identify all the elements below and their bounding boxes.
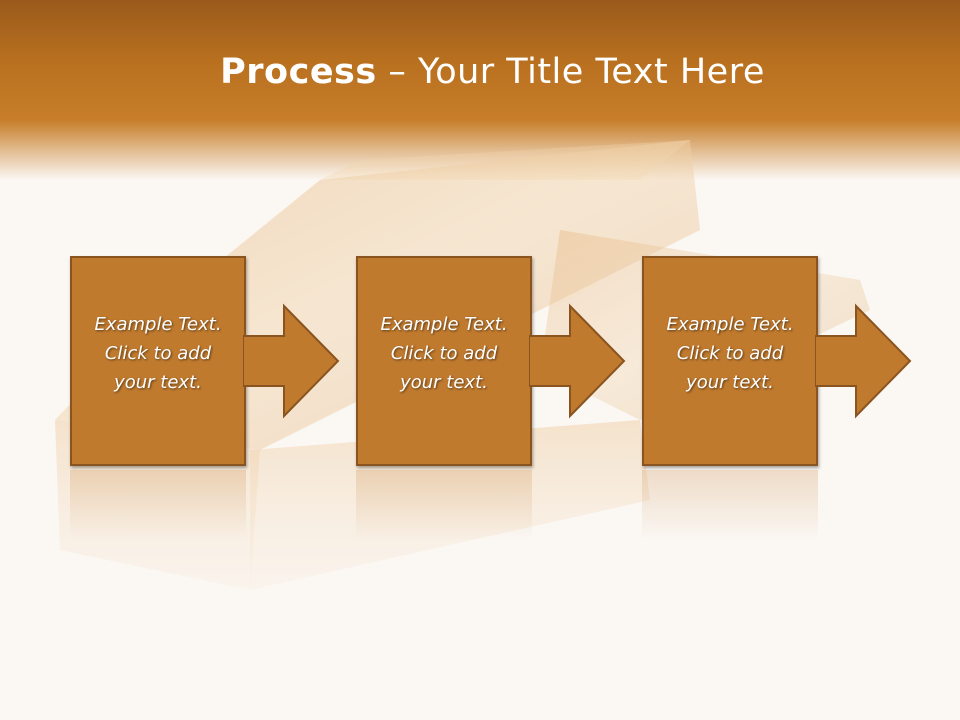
step-reflection <box>356 470 532 540</box>
process-step-1[interactable]: Example Text. Click to add your text. <box>70 256 370 468</box>
step-line-3: your text. <box>114 372 202 393</box>
header-band <box>0 0 960 180</box>
slide-title[interactable]: Process – Your Title Text Here <box>0 52 960 92</box>
step-text[interactable]: Example Text. Click to add your text. <box>356 310 532 397</box>
step-box[interactable] <box>356 256 532 466</box>
step-line-2: Click to add <box>676 343 784 364</box>
step-line-3: your text. <box>686 372 774 393</box>
step-text[interactable]: Example Text. Click to add your text. <box>70 310 246 397</box>
step-line-3: your text. <box>400 372 488 393</box>
step-reflection <box>70 470 246 540</box>
process-step-2[interactable]: Example Text. Click to add your text. <box>356 256 656 468</box>
step-text[interactable]: Example Text. Click to add your text. <box>642 310 818 397</box>
process-step-3[interactable]: Example Text. Click to add your text. <box>642 256 942 468</box>
title-bold: Process <box>220 52 377 92</box>
title-rest: – Your Title Text Here <box>376 52 765 92</box>
step-line-2: Click to add <box>390 343 498 364</box>
step-reflection <box>642 470 818 540</box>
arrow-right-icon <box>529 303 626 419</box>
step-line-1: Example Text. <box>666 314 794 335</box>
step-line-2: Click to add <box>104 343 212 364</box>
step-box[interactable] <box>70 256 246 466</box>
step-line-1: Example Text. <box>380 314 508 335</box>
arrow-right-icon <box>815 303 912 419</box>
step-box[interactable] <box>642 256 818 466</box>
step-line-1: Example Text. <box>94 314 222 335</box>
arrow-right-icon <box>243 303 340 419</box>
